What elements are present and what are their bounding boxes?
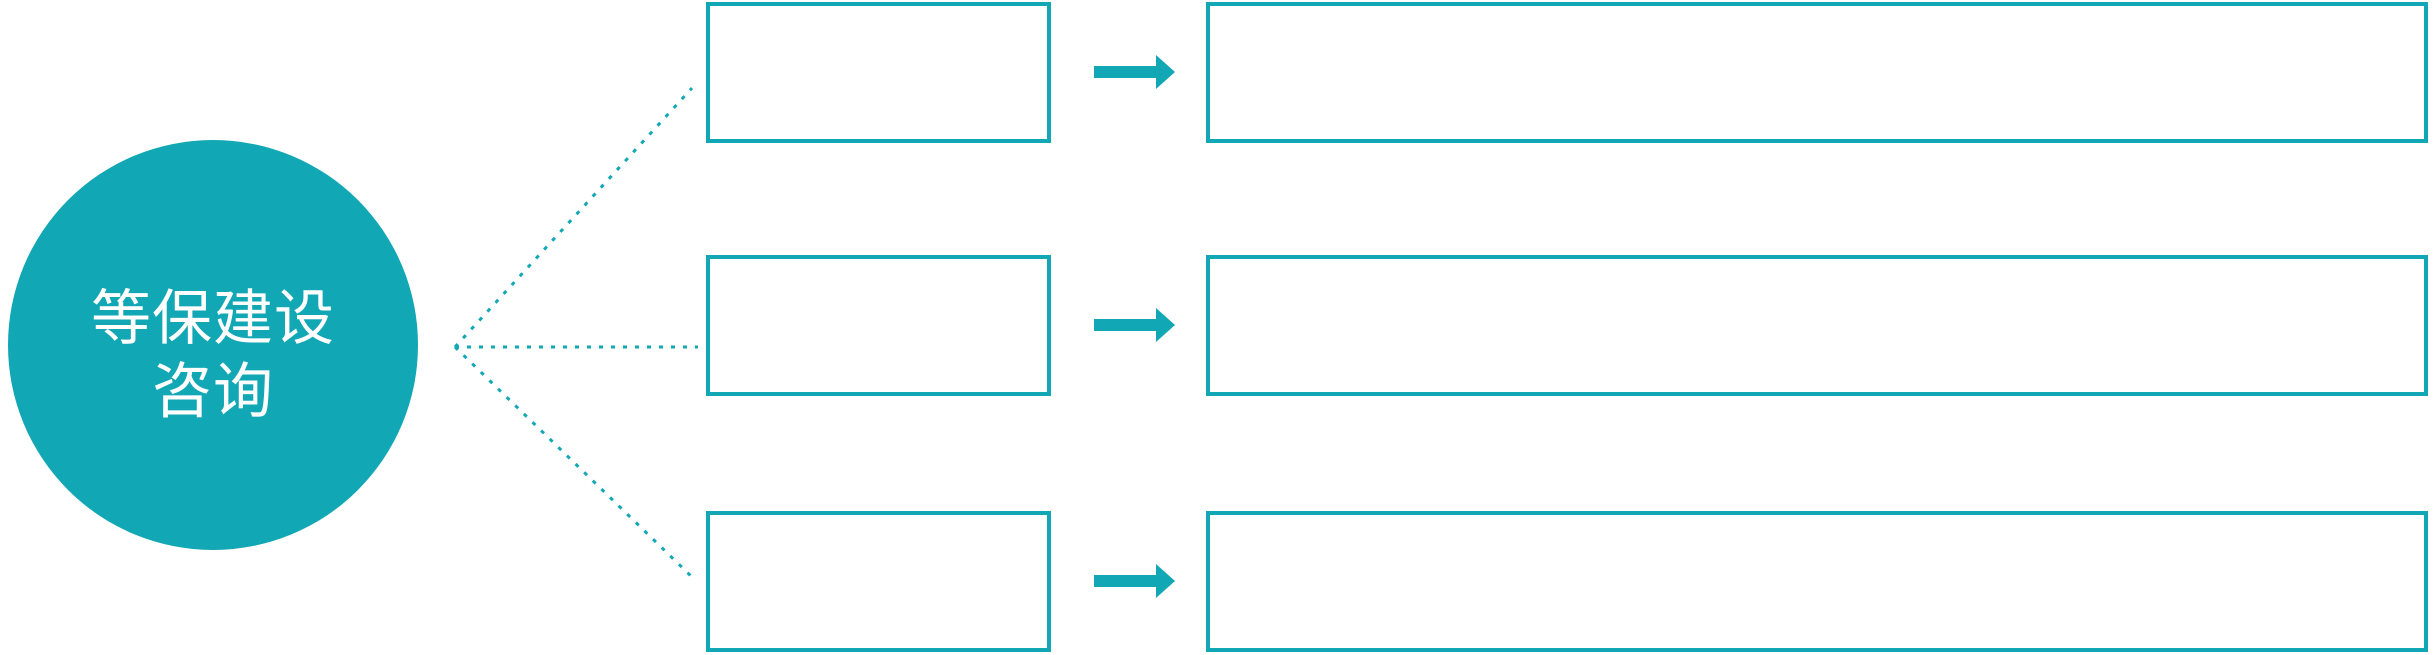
stage-box-2 xyxy=(706,255,1051,396)
hub-circle: 等保建设 咨询 xyxy=(8,140,418,550)
arrow-body xyxy=(1094,319,1156,331)
hub-label-line2: 咨询 xyxy=(152,358,274,425)
detail-box-1 xyxy=(1206,2,2428,143)
stage-box-1 xyxy=(706,2,1051,143)
connector-line-bottom xyxy=(453,345,694,579)
arrow-right-icon xyxy=(1094,564,1175,598)
arrow-head xyxy=(1156,55,1175,89)
arrow-body xyxy=(1094,575,1156,587)
detail-box-3 xyxy=(1206,511,2428,652)
hub-label: 等保建设 咨询 xyxy=(91,282,335,428)
arrow-right-icon xyxy=(1094,55,1175,89)
stage-box-3 xyxy=(706,511,1051,652)
arrow-body xyxy=(1094,66,1156,78)
connector-line-top xyxy=(453,86,694,349)
arrow-head xyxy=(1156,564,1175,598)
arrow-right-icon xyxy=(1094,308,1175,342)
arrow-head xyxy=(1156,308,1175,342)
hub-label-line1: 等保建设 xyxy=(91,284,335,352)
detail-box-2 xyxy=(1206,255,2428,396)
